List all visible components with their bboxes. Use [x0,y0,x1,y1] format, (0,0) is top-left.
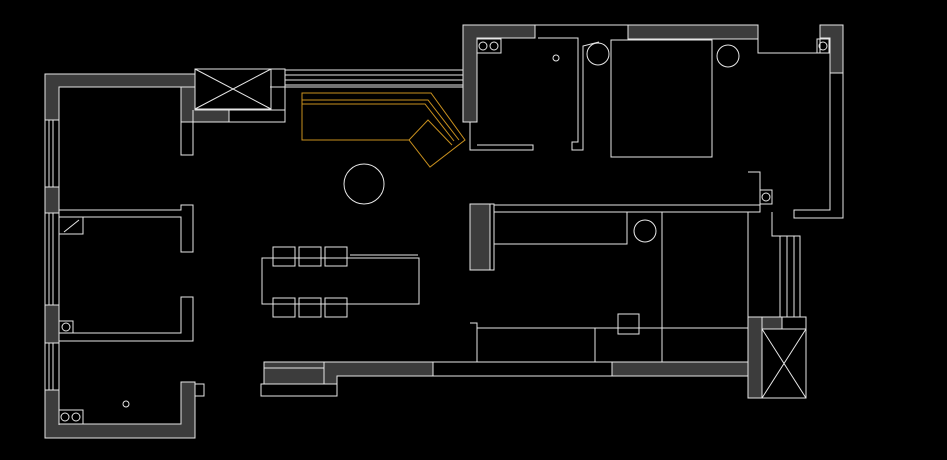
bedroom-upper-inner [538,37,600,151]
kitchen-counter [263,361,325,385]
door-jamb-bottom [195,383,205,397]
top-wall-segment [627,24,759,40]
toilet-icon-2 [489,41,499,51]
sofa-outline [301,92,466,168]
left-wall-post-1 [44,186,60,214]
sofa-chaise [408,119,453,146]
bedside-lamp-left [586,42,610,66]
sofa [301,92,466,168]
top-window-strip [270,69,463,88]
bottom-hall-lines [260,361,612,397]
shaft-box-top [194,68,272,110]
toilet-mid-left [58,320,74,334]
chair-4 [272,297,296,318]
shaft-box-bottom-cross [761,328,807,399]
toilet-icon-4 [60,412,70,422]
toilet-top-right [816,38,830,54]
tv-cabinet [490,203,495,271]
wall-stub-upper-left [180,86,230,123]
window-left [48,120,54,390]
coffee-table [343,163,385,205]
toilet-icon-6 [61,322,71,332]
chair-2 [298,246,322,267]
right-wall-vertical [748,171,773,213]
left-outer-wall [44,73,196,121]
dining-table [261,257,420,305]
top-bedroom-wall [462,24,536,123]
corridor-right [494,204,760,362]
ceiling-fixture [552,54,560,62]
right-window [771,212,801,317]
bed [610,39,713,158]
sink [617,313,640,335]
sofa-inner [302,103,455,142]
left-wall-post-2 [44,304,60,344]
chair-6 [324,297,348,318]
shaft-box-bottom [761,328,807,399]
left-room-walls [58,87,194,425]
toilet-icon-5 [71,412,81,422]
shaft-box-top-frame [229,68,286,123]
kitchen-cabinets [470,322,748,363]
toilet-icon-3 [818,41,828,51]
bottom-wall-2 [611,361,749,377]
closet [59,216,84,235]
round-table-right [633,219,657,243]
wc-icon [761,192,771,202]
room-divider-2 [59,296,194,342]
right-lower-wall-2 [761,316,783,330]
chair-1 [272,246,296,267]
bedroom-door-step [469,122,534,151]
shaft-box-top-cross [194,68,272,110]
tv-wall [469,203,491,271]
chair-5 [298,297,322,318]
linework [44,24,844,438]
toilet-pair-top-left [476,38,502,54]
sofa-back [302,99,460,141]
bottom-wall [323,361,434,385]
bedroom-upper-outline [477,24,844,219]
toilet-pair-bottom [58,409,84,425]
room-divider-1 [59,204,194,253]
chair-3 [324,246,348,267]
shaft-box-bottom-frame [782,316,807,329]
right-lower-wall [747,316,763,399]
right-upper-wall [819,24,844,74]
toilet-icon-1 [478,41,488,51]
floor-drain [122,400,130,408]
kitchen-front [264,361,324,369]
bedside-lamp-right [716,44,740,68]
